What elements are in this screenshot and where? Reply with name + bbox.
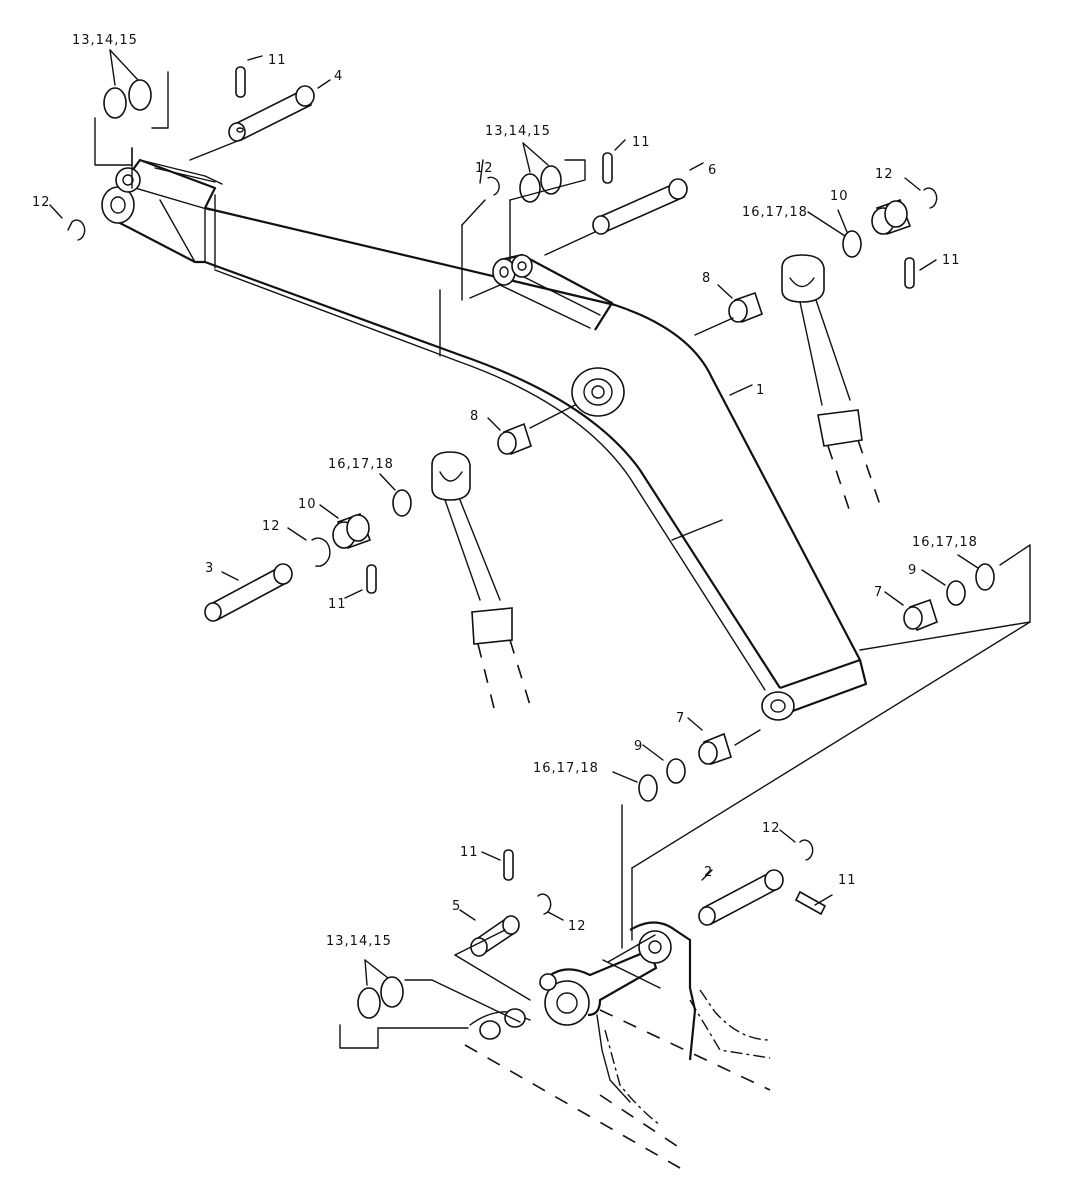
label-9-bottom: 9	[634, 739, 643, 754]
shims-16-17-18	[392, 230, 995, 802]
label-4: 4	[334, 69, 343, 84]
pin-3	[204, 563, 293, 622]
label-12-left-middle: 12	[262, 519, 281, 534]
pin-5	[470, 915, 520, 957]
boom-foot-boss	[761, 691, 795, 721]
label-12-middle: 12	[475, 161, 494, 176]
leader-lines	[49, 49, 1031, 1049]
label-13-14-15-bottom: 13,14,15	[326, 934, 392, 949]
boom-arm-cylinder-bracket	[469, 253, 614, 331]
label-16-17-18-bottom: 16,17,18	[533, 761, 599, 776]
label-12-right: 12	[875, 167, 894, 182]
label-1: 1	[756, 383, 765, 398]
label-12-left: 12	[32, 195, 51, 210]
label-13-14-15-middle: 13,14,15	[485, 124, 551, 139]
boom-cylinder-left	[431, 451, 531, 713]
label-13-14-15-top-left: 13,14,15	[72, 33, 138, 48]
label-6: 6	[708, 163, 717, 178]
label-10-right: 10	[830, 189, 849, 204]
bushings	[332, 198, 966, 784]
label-12-bottom-right: 12	[762, 821, 781, 836]
label-16-17-18-right-bottom: 16,17,18	[912, 535, 978, 550]
boom-foot-bracket	[464, 921, 771, 1169]
pin-2	[698, 869, 784, 926]
label-8-right: 8	[702, 271, 711, 286]
label-2: 2	[704, 865, 713, 880]
label-11-right: 11	[942, 253, 961, 268]
snap-rings	[67, 176, 938, 915]
label-11-top: 11	[268, 53, 287, 68]
label-16-17-18-left: 16,17,18	[328, 457, 394, 472]
o-rings-13-14-15	[103, 79, 562, 1019]
label-5: 5	[452, 899, 461, 914]
pin-6	[592, 178, 688, 235]
label-11-left-middle: 11	[328, 597, 347, 612]
label-10-left: 10	[298, 497, 317, 512]
label-16-17-18-right-top: 16,17,18	[742, 205, 808, 220]
boom-body	[204, 194, 868, 721]
part-number-labels: 13,14,15 11 4 12 13,14,15 12 11 6 12 10 …	[32, 33, 978, 949]
boom-cylinder-right	[781, 254, 881, 513]
label-12-bottom-middle: 12	[568, 919, 587, 934]
label-3: 3	[205, 561, 214, 576]
label-11-bottom-left: 11	[460, 845, 479, 860]
label-7-right: 7	[874, 585, 883, 600]
label-11-middle: 11	[632, 135, 651, 150]
label-8-left: 8	[470, 409, 479, 424]
boom-cylinder-boss	[571, 367, 625, 417]
label-7-bottom: 7	[676, 711, 685, 726]
label-9-right: 9	[908, 563, 917, 578]
boom-arm-end-bracket	[101, 158, 223, 264]
label-11-bottom-right: 11	[838, 873, 857, 888]
lock-pins	[235, 66, 915, 916]
